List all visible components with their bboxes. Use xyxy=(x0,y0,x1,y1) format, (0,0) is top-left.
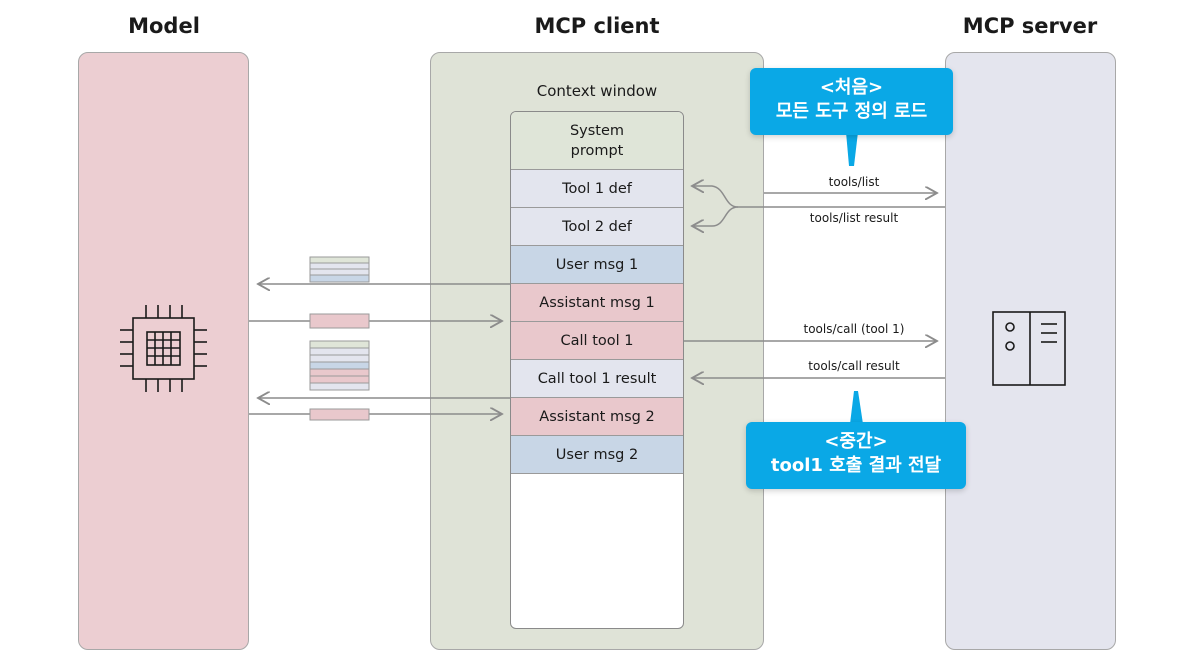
message-stack-2 xyxy=(309,340,370,391)
callout-mid-result-line2: tool1 호출 결과 전달 xyxy=(770,455,942,476)
callout-initial-load: <처음> 모든 도구 정의 로드 xyxy=(750,68,953,135)
context-window-title: Context window xyxy=(536,82,658,100)
model-column-title: Model xyxy=(128,14,200,38)
arrow-tools-list-result xyxy=(692,186,945,208)
message-stack-1 xyxy=(309,256,370,283)
slot-tool2-def: Tool 2 def xyxy=(511,208,683,246)
label-tools-list-result: tools/list result xyxy=(809,211,899,225)
client-column-title: MCP client xyxy=(534,14,660,38)
label-tools-list: tools/list xyxy=(828,175,880,189)
slot-tool1-def: Tool 1 def xyxy=(511,170,683,208)
message-chip-2 xyxy=(309,408,370,421)
slot-call-tool1-result: Call tool 1 result xyxy=(511,360,683,398)
message-chip-1 xyxy=(309,313,370,329)
slot-system-prompt: System prompt xyxy=(511,112,683,170)
slot-call-tool1: Call tool 1 xyxy=(511,322,683,360)
context-window: System prompt Tool 1 def Tool 2 def User… xyxy=(510,111,684,629)
label-tools-call-result: tools/call result xyxy=(808,359,900,373)
callout-initial-load-line2: 모든 도구 정의 로드 xyxy=(775,101,928,122)
slot-assistant-msg2: Assistant msg 2 xyxy=(511,398,683,436)
slot-assistant-msg1: Assistant msg 1 xyxy=(511,284,683,322)
model-panel xyxy=(78,52,249,650)
chip-icon xyxy=(120,305,207,392)
callout-mid-result: <중간> tool1 호출 결과 전달 xyxy=(746,422,966,489)
server-column-title: MCP server xyxy=(962,14,1098,38)
slot-user-msg1: User msg 1 xyxy=(511,246,683,284)
server-icon xyxy=(992,311,1066,386)
callout-top-pointer xyxy=(846,132,858,166)
slot-user-msg2: User msg 2 xyxy=(511,436,683,474)
callout-mid-result-line1: <중간> xyxy=(824,431,888,452)
callout-bottom-pointer xyxy=(850,391,863,424)
arrow-tools-list-result-branch xyxy=(692,206,739,226)
label-tools-call: tools/call (tool 1) xyxy=(803,322,905,336)
callout-initial-load-line1: <처음> xyxy=(819,77,884,98)
